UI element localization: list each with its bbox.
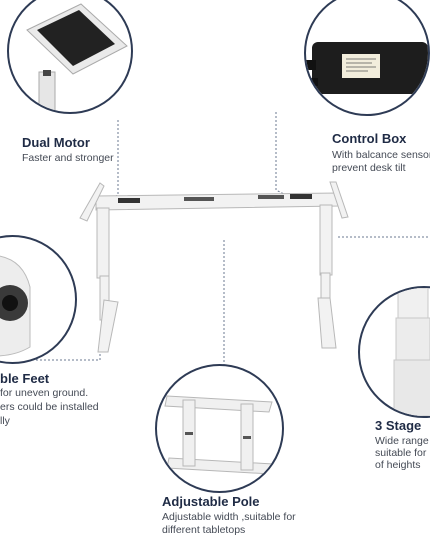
motor-slot-left (118, 198, 140, 203)
control-box-desc-2: prevent desk tilt (332, 162, 406, 174)
control-box-title: Control Box (332, 131, 407, 146)
control-box-icon (306, 42, 428, 94)
foot-icon (0, 255, 31, 357)
feet-title: ble Feet (0, 371, 50, 386)
motor-icon (26, 3, 128, 112)
motor-slot-right (290, 194, 312, 199)
stage-desc-3: of heights (375, 459, 421, 471)
stage-desc-2: suitable for (375, 447, 427, 459)
left-top-bracket (79, 182, 105, 222)
right-foot (317, 297, 337, 349)
pole-desc-2: different tabletops (162, 524, 246, 536)
control-box-desc-1: With balcance sensor to (332, 149, 430, 161)
crossbar-icon (164, 395, 274, 475)
dual-motor-desc: Faster and stronger (22, 152, 114, 164)
feet-callout (0, 235, 77, 364)
feet-desc-1: for uneven ground. (0, 387, 89, 399)
left-column-upper (96, 207, 110, 279)
motor-slot-mid-left (184, 197, 214, 201)
right-top-bracket (329, 181, 349, 219)
left-foot (97, 299, 119, 353)
pole-desc-1: Adjustable width ,suitable for (162, 511, 296, 523)
column-icon (393, 288, 430, 416)
stage-callout (358, 286, 430, 418)
stage-title: 3 Stage (375, 418, 422, 433)
pole-title: Adjustable Pole (162, 494, 260, 509)
feet-desc-3: lly (0, 415, 10, 427)
feet-desc-2: ers could be installed (0, 401, 99, 413)
right-column-upper (319, 204, 333, 276)
control-box-callout (304, 0, 430, 116)
stage-desc-1: Wide range (375, 435, 429, 447)
dual-motor-title: Dual Motor (22, 135, 90, 150)
pole-callout (155, 364, 284, 493)
motor-slot-mid-right (258, 195, 284, 199)
dual-motor-callout (7, 0, 133, 114)
